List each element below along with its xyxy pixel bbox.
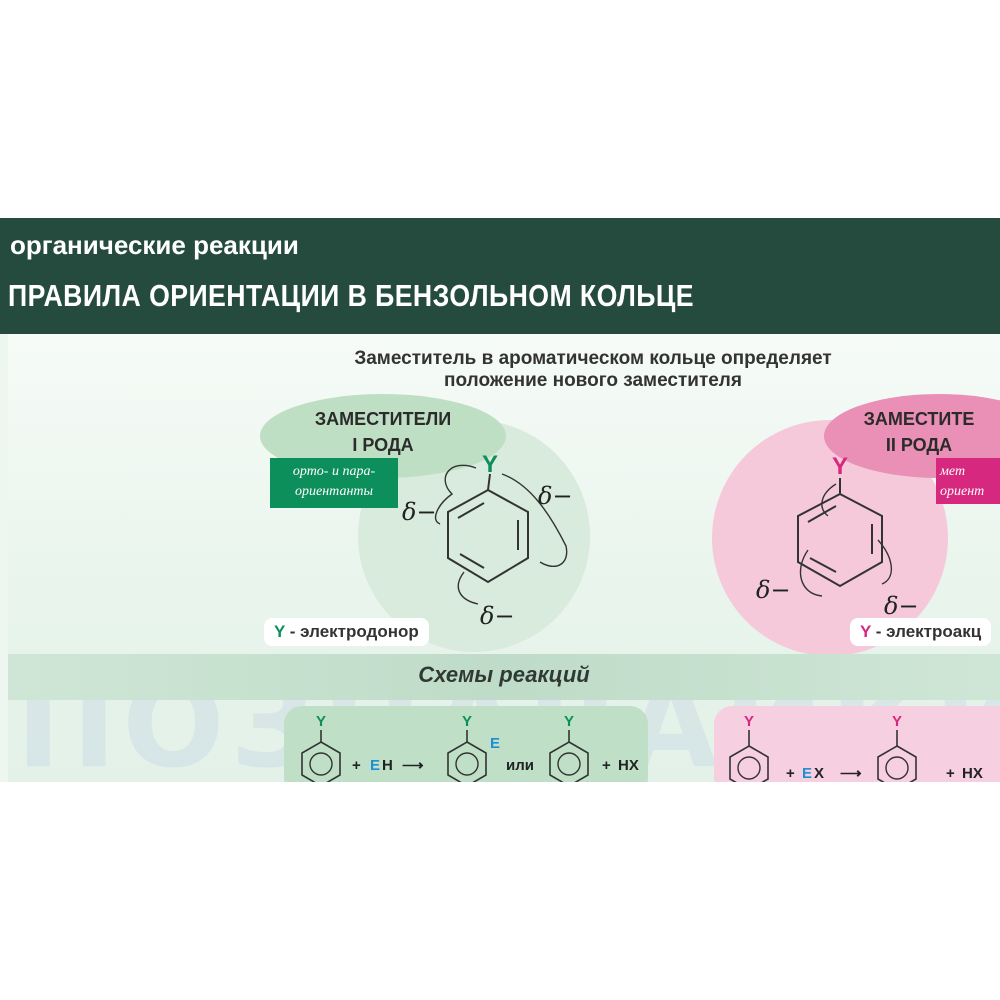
group1-tag: орто- и пара- ориентанты xyxy=(270,458,398,508)
group1-title-line-1: ЗАМЕСТИТЕЛИ xyxy=(314,409,452,429)
group1-double-bond-3 xyxy=(459,553,485,569)
group2-tag-line-1: мет xyxy=(940,464,966,479)
group2-double-bond-1 xyxy=(807,505,837,523)
group2-benzene-diagram: Y δ− δ− xyxy=(756,453,919,620)
poster-header: органические реакции ПРАВИЛА ОРИЕНТАЦИИ … xyxy=(0,218,1000,334)
r2-plus-2: + xyxy=(946,765,955,782)
group2-tag: мет ориент xyxy=(936,458,1000,504)
group2-arrow-1 xyxy=(821,483,837,517)
reaction-scheme-group1: Y + E H ⟶ Y E или Y + HX xyxy=(301,713,639,782)
group2-delta-meta-right: δ− xyxy=(884,592,919,620)
group2-arrow-2 xyxy=(877,539,892,585)
schemes-band: Схемы реакций xyxy=(8,654,1000,700)
group1-tag-line-1: орто- и пара- xyxy=(292,464,376,479)
group2-arrow-3 xyxy=(799,549,823,597)
group1-substituent: Y xyxy=(482,451,498,478)
group1-label: Y - электродонор xyxy=(264,618,429,646)
group2-delta-meta-left: δ− xyxy=(756,576,791,604)
group1-arrow-2 xyxy=(501,473,568,567)
group1-arrow-1 xyxy=(434,464,477,525)
group1-tag-line-2: ориентанты xyxy=(295,484,373,499)
poster-title: ПРАВИЛА ОРИЕНТАЦИИ В БЕНЗОЛЬНОМ КОЛЬЦЕ xyxy=(8,278,694,313)
group2-label-symbol: Y xyxy=(860,622,872,641)
r1-product2-y: Y xyxy=(564,713,574,730)
group1-arrow-3 xyxy=(457,571,479,605)
r2-reagent-x: X xyxy=(814,765,824,782)
group2-title-line-1: ЗАМЕСТИТЕ xyxy=(863,409,975,429)
r1-byproduct: HX xyxy=(618,757,639,774)
group1-label-symbol: Y xyxy=(274,622,286,641)
poster: органические реакции ПРАВИЛА ОРИЕНТАЦИИ … xyxy=(0,218,1000,782)
r1-reagent-e: E xyxy=(370,757,380,774)
group2-title-line-2: II РОДА xyxy=(885,435,953,455)
r2-plus-1: + xyxy=(786,765,795,782)
group1-double-bond-1 xyxy=(457,502,485,519)
group1-delta-ortho-left: δ− xyxy=(402,498,437,526)
r1-reactant-y: Y xyxy=(316,713,326,730)
subtitle-line-2: положение нового заместителя xyxy=(444,370,742,391)
group1-ring xyxy=(447,488,529,584)
r1-reactant-ring xyxy=(301,741,341,782)
r1-or: или xyxy=(506,757,534,774)
r2-product-y: Y xyxy=(892,713,902,730)
r1-product-e: E xyxy=(490,735,500,752)
group2-double-bond-3 xyxy=(809,557,837,573)
poster-content: ПОЗНАВАЙКИНЫ Заместитель в ароматическом… xyxy=(8,334,1000,782)
r1-product-ring-para xyxy=(549,741,589,782)
r1-product-ring-ortho xyxy=(447,741,487,782)
group1-benzene-diagram: Y δ− δ− δ− xyxy=(402,451,573,630)
r1-product-y: Y xyxy=(462,713,472,730)
r2-byproduct: HX xyxy=(962,765,983,782)
group2-substituent: Y xyxy=(832,453,848,480)
r2-reactant-y: Y xyxy=(744,713,754,730)
subtitle-line-1: Заместитель в ароматическом кольце опред… xyxy=(354,348,832,369)
group2-ring xyxy=(797,492,883,588)
category-heading: органические реакции xyxy=(10,230,299,260)
group1-delta-para: δ− xyxy=(480,602,515,630)
group1-bond-y xyxy=(487,473,491,491)
r2-reagent-e: E xyxy=(802,765,812,782)
reaction-box-group2 xyxy=(714,706,1000,782)
group1-delta-ortho-right: δ− xyxy=(538,482,573,510)
r1-plus-2: + xyxy=(602,757,611,774)
group2-label-text: - электроакц xyxy=(871,622,982,641)
group1-label-text: - электродонор xyxy=(285,622,419,641)
r2-reactant-ring xyxy=(729,745,769,782)
r1-plus-1: + xyxy=(352,757,361,774)
subtitle: Заместитель в ароматическом кольце опред… xyxy=(298,348,888,392)
group2-label: Y - электроакц xyxy=(850,618,992,646)
r2-product-ring xyxy=(877,745,917,782)
reaction-scheme-group2: Y + E X ⟶ Y + HX xyxy=(729,713,983,782)
r1-arrow: ⟶ xyxy=(402,757,424,774)
r2-arrow: ⟶ xyxy=(840,765,862,782)
schemes-title: Схемы реакций xyxy=(418,662,590,687)
group2-tag-line-2: ориент xyxy=(940,484,985,499)
r1-reagent-h: H xyxy=(382,757,393,774)
group1-title-line-2: I РОДА xyxy=(352,435,414,455)
